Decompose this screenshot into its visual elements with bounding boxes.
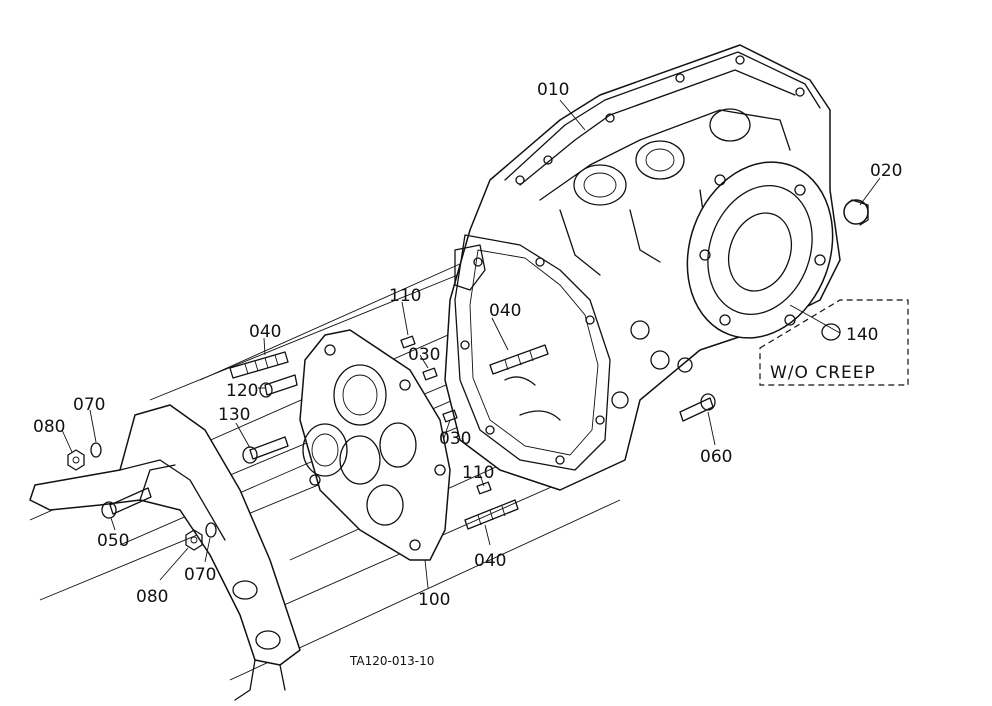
part-label-040-upper: 040 — [249, 322, 281, 342]
part-label-020: 020 — [870, 161, 902, 181]
part-number-labels: 010 020 140 040 110 040 030 120 130 030 … — [33, 80, 902, 610]
gasket-piece — [454, 244, 486, 291]
part-label-070-lower: 070 — [184, 565, 216, 585]
part-label-010: 010 — [537, 80, 569, 100]
part-label-030-lower: 030 — [439, 429, 471, 449]
variant-note: W/O CREEP — [770, 363, 876, 383]
front-bearing-plate — [299, 329, 451, 561]
part-label-120: 120 — [226, 381, 258, 401]
part-label-100: 100 — [418, 590, 450, 610]
nuts-washers — [67, 442, 217, 551]
variant-callout-box: W/O CREEP — [759, 299, 909, 386]
leader-lines — [61, 99, 881, 589]
transmission-case — [444, 44, 841, 491]
part-label-080-lower: 080 — [136, 587, 168, 607]
diagram-reference-code: TA120-013-10 — [349, 654, 434, 668]
part-label-140: 140 — [846, 325, 878, 345]
part-label-110-lower: 110 — [462, 463, 494, 483]
part-label-060: 060 — [700, 447, 732, 467]
part-label-040-lower: 040 — [474, 551, 506, 571]
part-label-110-upper: 110 — [389, 286, 421, 306]
part-label-050: 050 — [97, 531, 129, 551]
part-label-070-upper: 070 — [73, 395, 105, 415]
part-label-130: 130 — [218, 405, 250, 425]
front-housing-bracket — [29, 404, 301, 701]
part-label-040-center: 040 — [489, 301, 521, 321]
part-label-080-upper: 080 — [33, 417, 65, 437]
part-label-030-upper: 030 — [408, 345, 440, 365]
plug-and-oring — [821, 199, 869, 341]
fasteners — [101, 335, 716, 530]
